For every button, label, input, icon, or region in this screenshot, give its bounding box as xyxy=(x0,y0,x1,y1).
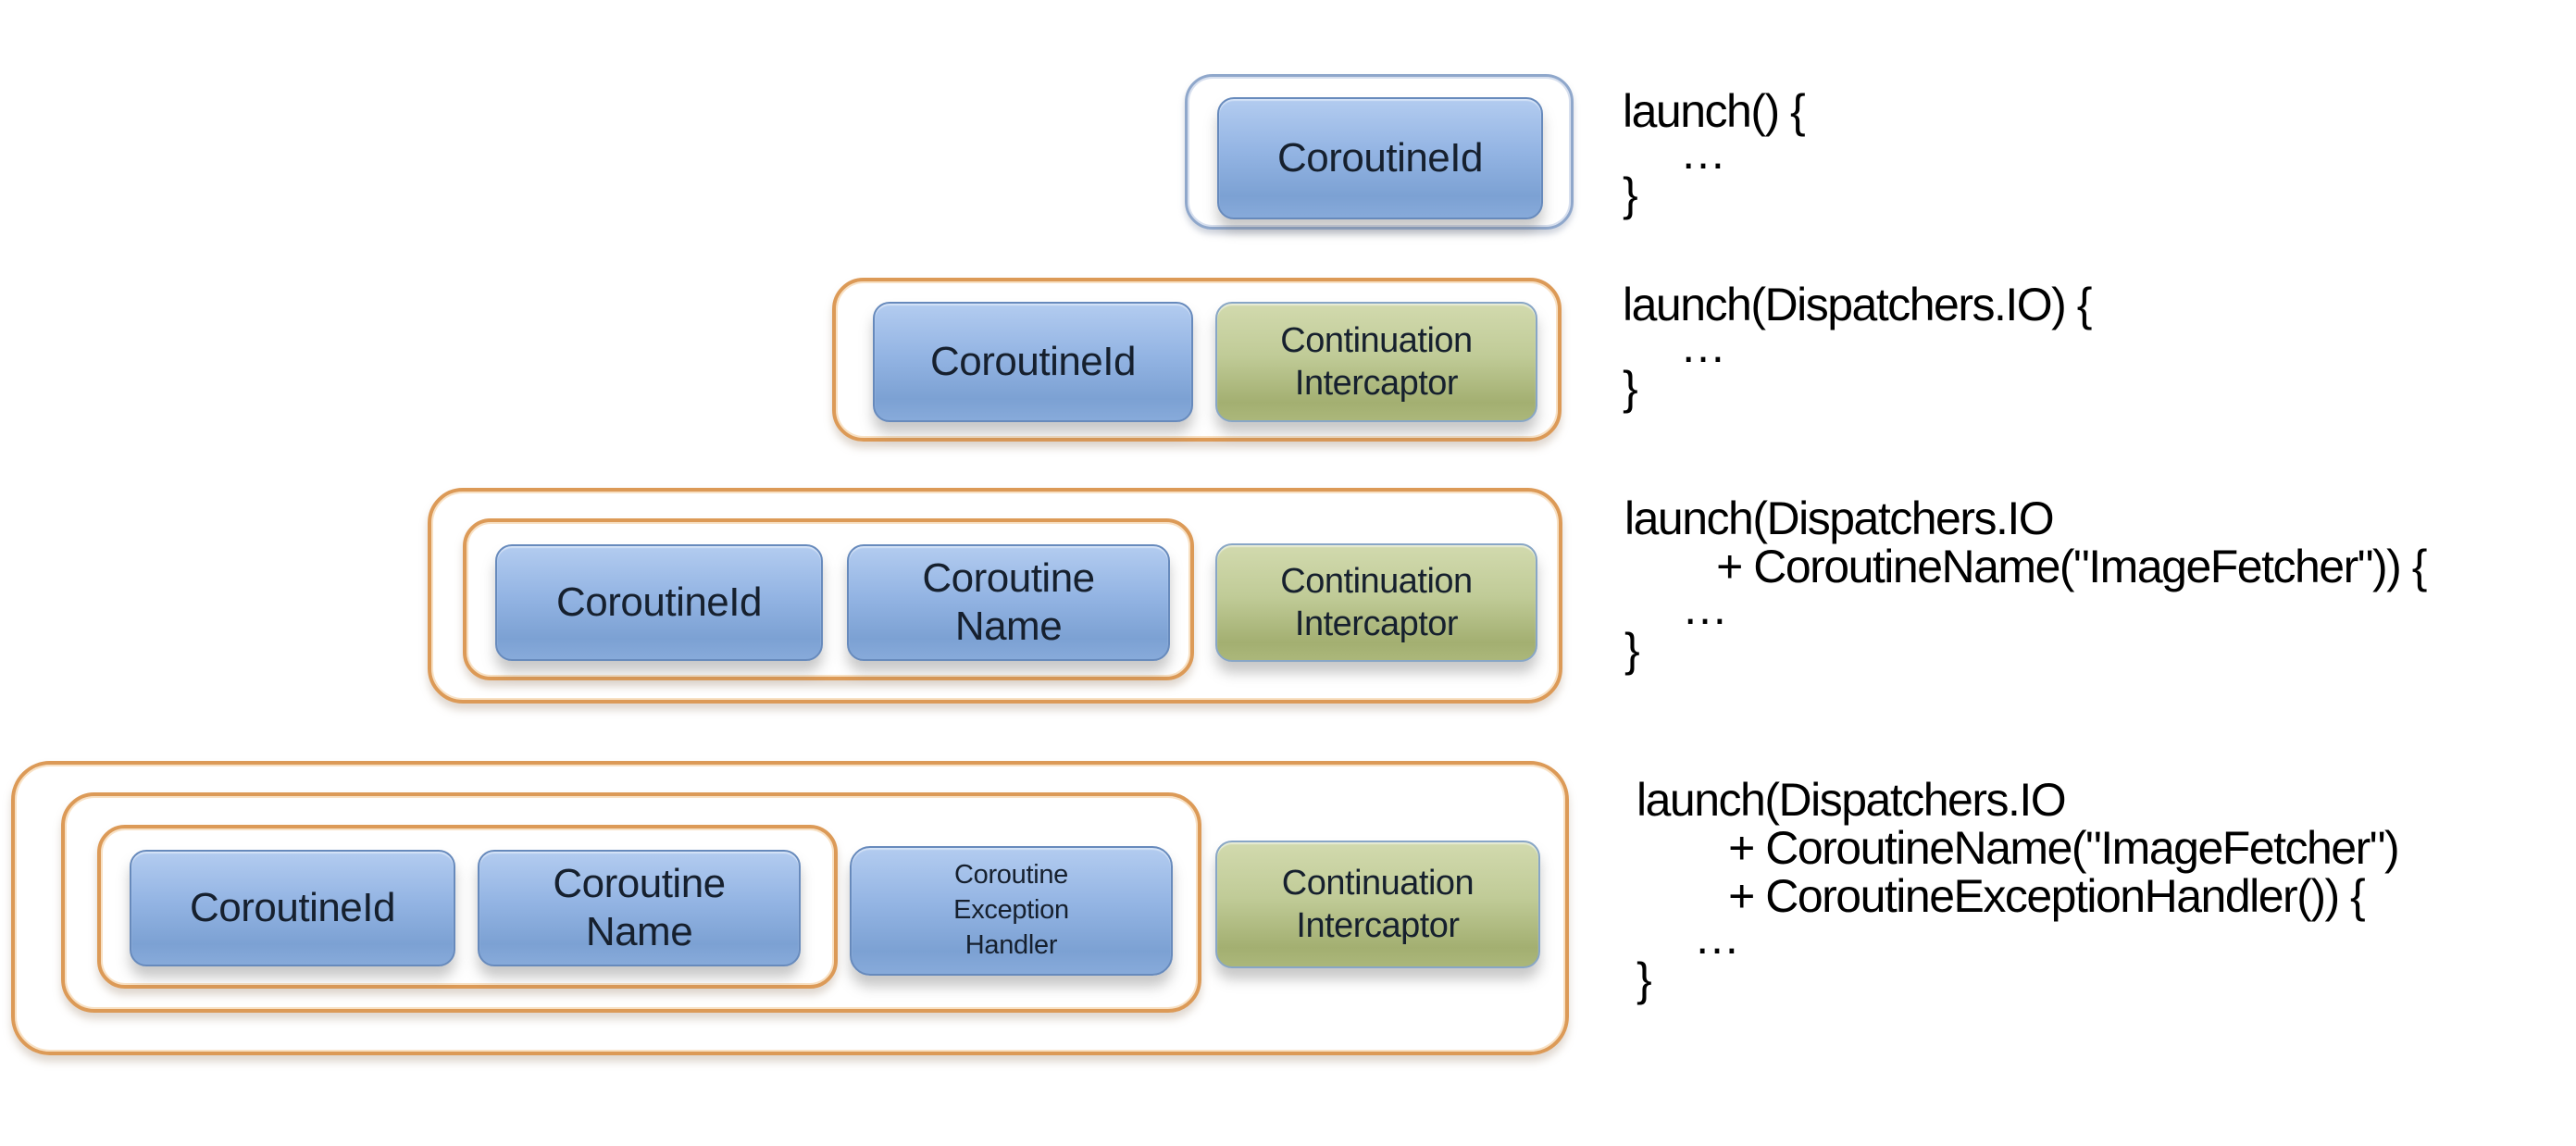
code-close: } xyxy=(1636,953,1652,1005)
chip-coroutine-id: CoroutineId xyxy=(495,544,823,661)
chip-coroutine-id: CoroutineId xyxy=(1217,97,1543,219)
chip-label: CoroutineId xyxy=(556,579,762,626)
code-ellipsis: … xyxy=(1682,582,1728,634)
chip-label: Coroutine Name xyxy=(553,861,726,954)
code-snippet-2: launch(Dispatchers.IO) { … } xyxy=(1623,279,2092,414)
context-frame-outermost xyxy=(11,761,1569,1055)
code-signature: launch(Dispatchers.IO + CoroutineName("I… xyxy=(1624,492,2427,592)
chip-continuation-interceptor: Continuation Intercaptor xyxy=(1215,302,1537,422)
chip-coroutine-id: CoroutineId xyxy=(130,850,455,966)
code-ellipsis: … xyxy=(1694,912,1740,964)
code-snippet-4: launch(Dispatchers.IO + CoroutineName("I… xyxy=(1636,774,2400,1005)
chip-label: CoroutineId xyxy=(190,885,395,931)
context-frame-default xyxy=(1185,74,1574,230)
chip-coroutine-id: CoroutineId xyxy=(873,302,1193,422)
code-ellipsis: … xyxy=(1680,320,1726,372)
chip-label: CoroutineId xyxy=(930,339,1136,385)
chip-label: Continuation Intercaptor xyxy=(1280,320,1473,403)
chip-coroutine-name: Coroutine Name xyxy=(478,850,801,966)
code-close: } xyxy=(1624,624,1640,676)
context-frame-outer xyxy=(428,488,1562,704)
code-signature: launch() { xyxy=(1623,85,1806,137)
chip-label: CoroutineId xyxy=(1277,135,1483,181)
code-snippet-1: launch() { … } xyxy=(1623,85,1806,220)
code-ellipsis: … xyxy=(1680,127,1726,179)
chip-coroutine-name: Coroutine Name xyxy=(847,544,1170,661)
code-close: } xyxy=(1623,168,1638,220)
chip-label: Coroutine Exception Handler xyxy=(953,860,1069,960)
context-frame-inner xyxy=(463,518,1194,680)
context-frame-inner xyxy=(97,825,838,989)
chip-coroutine-exception-handler: Coroutine Exception Handler xyxy=(850,846,1173,976)
chip-label: Coroutine Name xyxy=(922,555,1095,649)
code-signature: launch(Dispatchers.IO + CoroutineName("I… xyxy=(1636,774,2400,922)
chip-continuation-interceptor: Continuation Intercaptor xyxy=(1215,543,1537,662)
chip-label: Continuation Intercaptor xyxy=(1280,561,1473,643)
chip-label: Continuation Intercaptor xyxy=(1281,863,1475,945)
context-frame xyxy=(832,278,1562,442)
chip-continuation-interceptor: Continuation Intercaptor xyxy=(1215,841,1540,968)
code-signature: launch(Dispatchers.IO) { xyxy=(1623,279,2092,330)
code-close: } xyxy=(1623,362,1638,414)
code-snippet-3: launch(Dispatchers.IO + CoroutineName("I… xyxy=(1624,492,2427,676)
context-frame-middle xyxy=(61,792,1201,1013)
